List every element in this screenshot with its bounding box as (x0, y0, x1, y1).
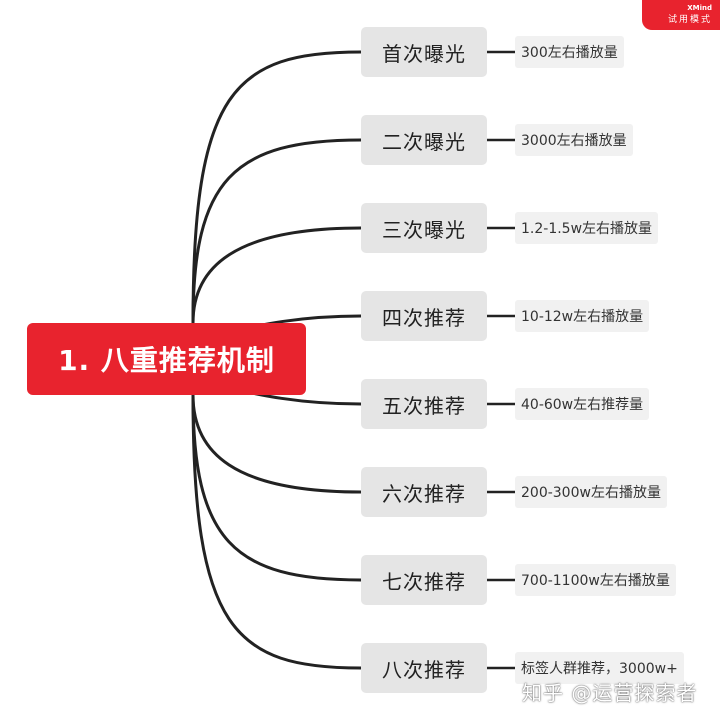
watermark: 知乎 @运营探索者 (522, 681, 698, 705)
root-topic[interactable]: 1. 八重推荐机制 (27, 323, 306, 395)
subtopic-4[interactable]: 10-12w左右播放量 (515, 300, 650, 332)
branch-connector-8 (191, 394, 362, 670)
branch-connector-2 (191, 138, 362, 324)
brand-label: XMind (687, 4, 712, 12)
branch-topic-6[interactable]: 六次推荐 (361, 467, 487, 517)
branch-topic-3[interactable]: 三次曝光 (361, 203, 487, 253)
branch-connector-6 (191, 394, 362, 494)
subtopic-2[interactable]: 3000左右播放量 (515, 124, 633, 156)
subtopic-3[interactable]: 1.2-1.5w左右播放量 (515, 212, 659, 244)
branch-connector-1 (191, 50, 362, 324)
subtopic-6[interactable]: 200-300w左右播放量 (515, 476, 667, 508)
subtopic-1[interactable]: 300左右播放量 (515, 36, 624, 68)
trial-mode-label: 试用模式 (667, 15, 712, 25)
branch-topic-4[interactable]: 四次推荐 (361, 291, 487, 341)
subtopic-5[interactable]: 40-60w左右推荐量 (515, 388, 650, 420)
branch-topic-8[interactable]: 八次推荐 (361, 643, 487, 693)
branch-connector-3 (191, 226, 362, 324)
subtopic-7[interactable]: 700-1100w左右播放量 (515, 564, 676, 596)
subtopic-8[interactable]: 标签人群推荐，3000w+ (515, 652, 684, 684)
branch-topic-2[interactable]: 二次曝光 (361, 115, 487, 165)
branch-connector-7 (191, 394, 362, 582)
branch-topic-5[interactable]: 五次推荐 (361, 379, 487, 429)
branch-topic-7[interactable]: 七次推荐 (361, 555, 487, 605)
branch-topic-1[interactable]: 首次曝光 (361, 27, 487, 77)
trial-mode-badge: XMind 试用模式 (642, 0, 720, 30)
